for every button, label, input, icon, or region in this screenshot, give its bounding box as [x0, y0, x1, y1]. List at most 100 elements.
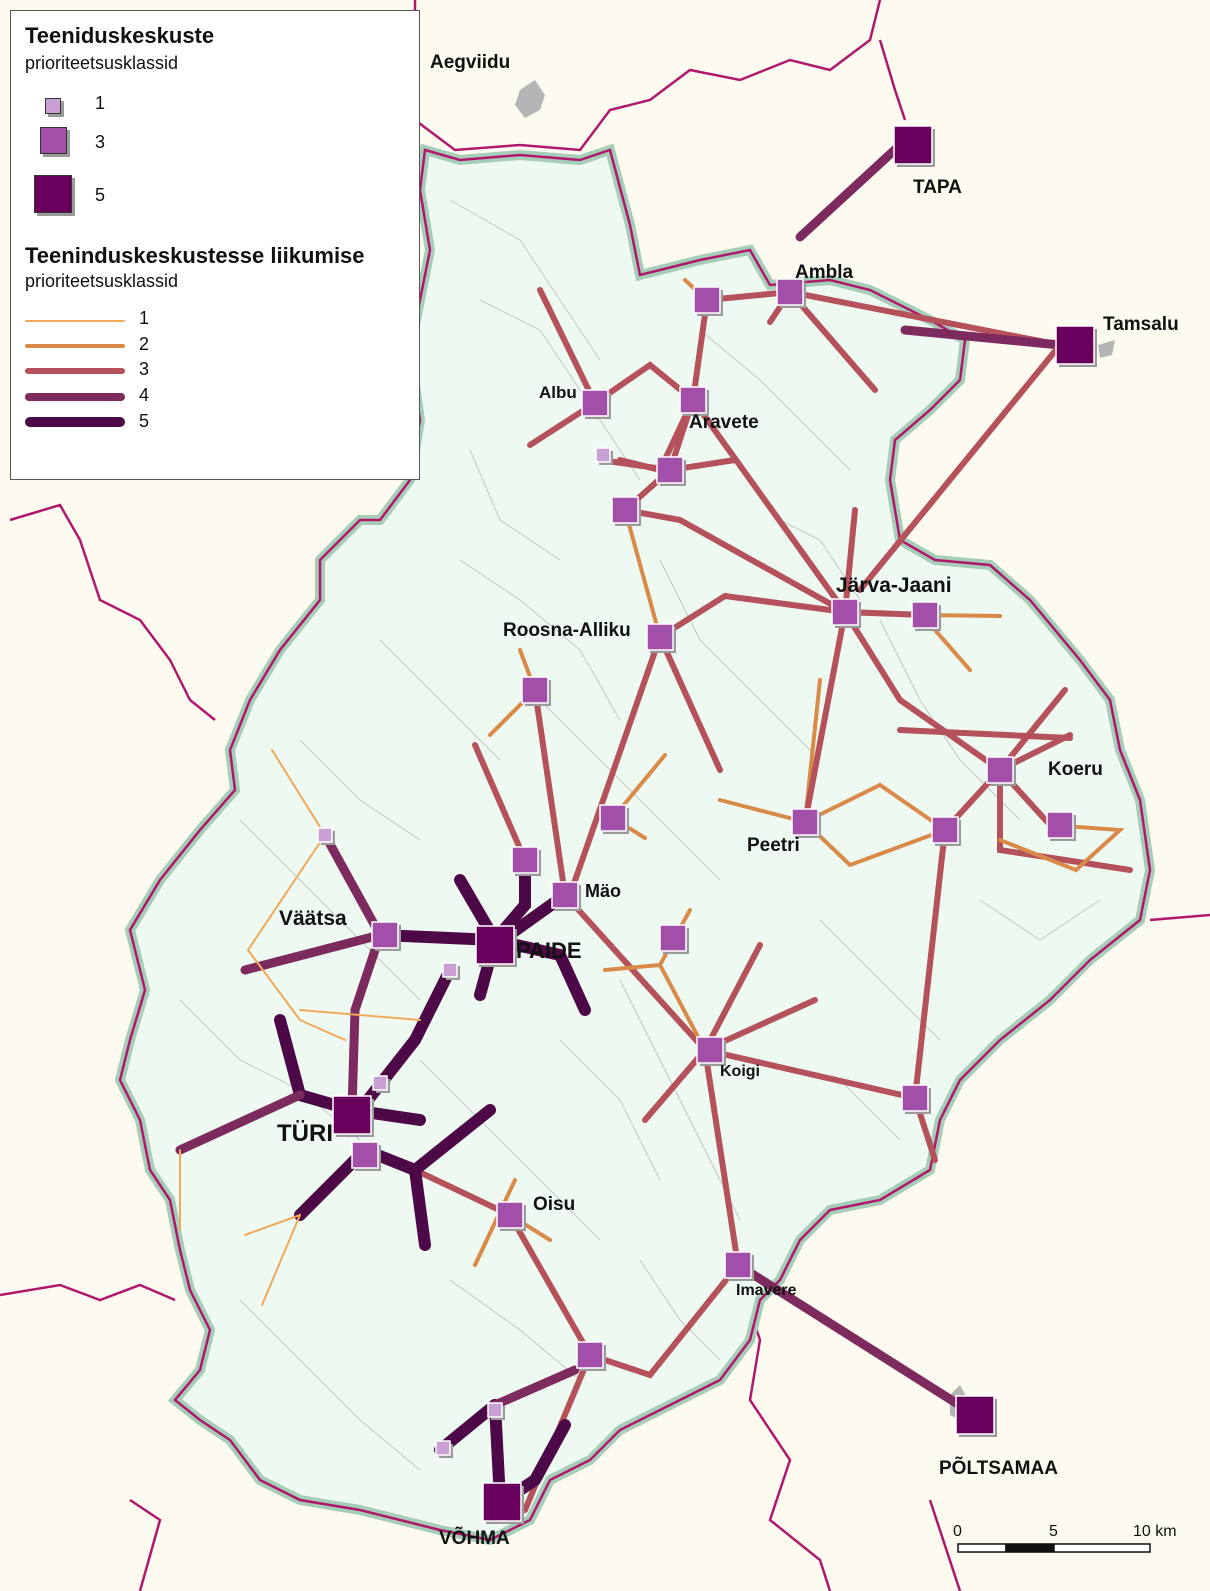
movement-line-class-3: [842, 609, 1003, 773]
center-oisu: [496, 1201, 524, 1229]
center-turi: [332, 1095, 372, 1135]
label-vaatsa: Väätsa: [279, 907, 347, 930]
legend-center-class-5-label: 5: [95, 185, 106, 205]
movement-line-class-2: [803, 782, 947, 832]
movement-line-class-3: [622, 507, 848, 615]
movement-line-class-3: [897, 727, 1073, 741]
movement-line-class-3: [787, 289, 878, 393]
movement-line-class-3: [657, 592, 848, 640]
label-poltsamaa: PÕLTSAMAA: [939, 1457, 1058, 1479]
center-poltsamaa: [955, 1395, 995, 1435]
center-koigi-east: [901, 1084, 929, 1112]
movement-line-class-3: [472, 742, 528, 863]
label-koeru: Koeru: [1048, 759, 1103, 780]
center-koeru: [986, 756, 1014, 784]
movement-line-class-3: [702, 1047, 741, 1268]
scale-segment-2: [1005, 1543, 1055, 1553]
legend-movement-class-1-swatch: [25, 320, 125, 322]
center-tapa: [893, 125, 933, 165]
label-peetri: Peetri: [747, 835, 800, 856]
center-ahula: [611, 496, 639, 524]
center-koigi-north: [659, 924, 687, 952]
movement-line-class-3: [690, 397, 848, 615]
movement-line-class-3: [802, 609, 848, 825]
movement-line-class-2: [658, 963, 707, 1052]
center-mao-north: [599, 804, 627, 832]
movement-line-class-4: [347, 930, 385, 1115]
movement-line-class-1: [246, 834, 346, 1041]
movement-line-class-4: [733, 1260, 980, 1420]
center-aravete: [679, 386, 707, 414]
legend-center-class-1-label: 1: [95, 93, 106, 113]
label-albu: Albu: [539, 383, 577, 402]
lake-tamsalu: [1098, 340, 1115, 358]
center-ambla-west: [693, 286, 721, 314]
center-mao-west: [511, 846, 539, 874]
legend-centers-title: Teeniduskeskuste: [25, 23, 215, 48]
legend-movement-class-2-label: 2: [139, 334, 150, 354]
movement-line-class-3: [507, 1212, 593, 1358]
legend-centers-subtitle: prioriteetsusklassid: [25, 53, 179, 73]
movement-line-class-5: [409, 1164, 431, 1251]
center-tamsalu: [1055, 325, 1095, 365]
movement-lines: [175, 140, 1133, 1513]
movement-line-class-1: [299, 1009, 421, 1021]
center-koeru-southeast: [1046, 811, 1074, 839]
movement-line-class-3: [842, 507, 858, 615]
service-centers: [317, 125, 1097, 1524]
center-roosna-west: [521, 676, 549, 704]
label-tamsalu: Tamsalu: [1103, 314, 1179, 335]
label-koigi: Koigi: [720, 1063, 760, 1080]
legend-center-class-5-swatch: [34, 175, 72, 213]
scale-tick-0: 0: [953, 1523, 962, 1540]
lake-aegviidu: [515, 80, 545, 118]
movement-line-class-4: [175, 1090, 305, 1155]
center-peetri: [791, 808, 819, 836]
movement-line-class-3: [562, 892, 708, 1053]
movement-line-class-1: [244, 1214, 301, 1236]
center-aravete-south: [656, 456, 684, 484]
legend-movement-class-4-label: 4: [139, 385, 150, 405]
label-tapa: TAPA: [913, 177, 962, 198]
center-jarva-jaani: [831, 598, 859, 626]
legend-panel: Teeniduskeskuste prioriteetsusklassid 1 …: [10, 10, 420, 480]
movement-line-class-1: [271, 749, 326, 836]
movement-line-class-3: [912, 827, 948, 1101]
place-labels: Aegviidu TAPA Ambla Tamsalu Albu Aravete…: [277, 52, 1179, 1549]
movement-line-class-3: [412, 1167, 513, 1218]
center-albu-south: [595, 447, 611, 463]
center-vaatsa: [371, 921, 399, 949]
legend-movement-class-2-swatch: [25, 344, 125, 348]
movement-line-class-3: [592, 361, 696, 406]
movement-line-class-2: [998, 823, 1125, 873]
center-paide-southwest: [442, 962, 458, 978]
label-jarva-jaani: Järva-Jaani: [836, 574, 952, 597]
center-south: [576, 1341, 604, 1369]
movement-line-class-3: [857, 342, 1063, 593]
center-mao: [551, 881, 579, 909]
county-border: [118, 148, 1152, 1542]
movement-line-class-4: [490, 1365, 580, 1410]
legend-center-class-3-label: 3: [95, 132, 106, 152]
legend-movement-class-4-swatch: [25, 393, 125, 401]
label-turi: TÜRI: [277, 1120, 333, 1147]
scale-tick-10: 10 km: [1133, 1523, 1177, 1540]
label-oisu: Oisu: [533, 1194, 575, 1215]
municipality-boundaries: [179, 199, 1101, 1471]
movement-line-class-3: [657, 634, 723, 773]
label-vohma: VÕHMA: [439, 1527, 510, 1549]
center-peetri-east: [931, 816, 959, 844]
movement-line-class-2: [718, 798, 807, 824]
legend-movement-class-1-label: 1: [139, 308, 150, 328]
center-albu: [581, 389, 609, 417]
center-vaatsa-north: [317, 827, 333, 843]
label-aravete: Aravete: [689, 412, 759, 433]
scale-segment-1: [957, 1543, 1007, 1553]
movement-line-class-2: [933, 628, 972, 672]
movement-line-class-2: [473, 1178, 517, 1267]
legend-movement-class-3-swatch: [25, 368, 125, 374]
movement-line-class-3: [537, 287, 598, 406]
movement-line-class-3: [690, 297, 710, 403]
